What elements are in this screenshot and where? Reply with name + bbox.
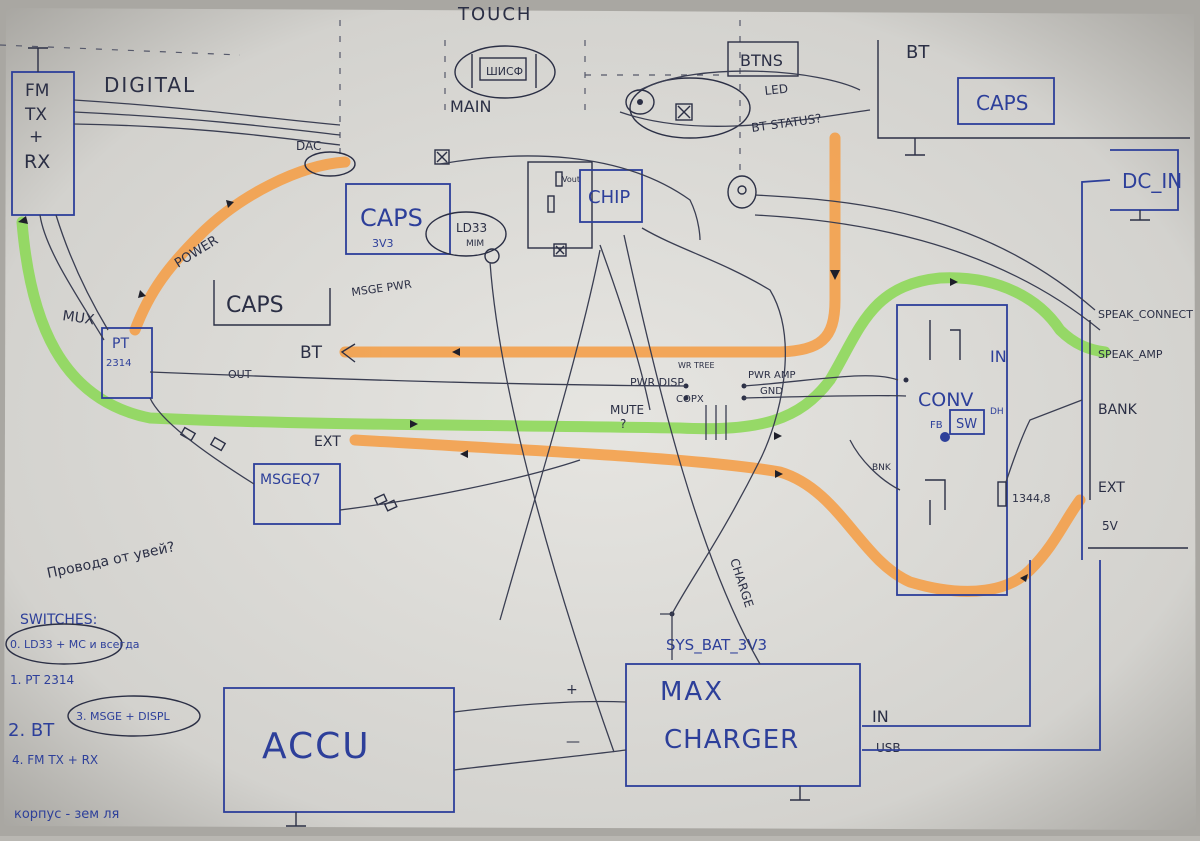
signal-wires bbox=[39, 99, 1083, 753]
switch-item-0: 0. LD33 + MC и всегда bbox=[10, 638, 140, 651]
charger-usb-label: USB bbox=[876, 741, 901, 755]
ldo33-label: LD33 bbox=[456, 221, 487, 235]
fm-tx-rx-box: FM TX + RX bbox=[11, 47, 75, 216]
direction-arrows bbox=[18, 200, 1028, 582]
plus-label: + bbox=[29, 127, 43, 147]
digital-label: DIGITAL bbox=[104, 73, 196, 97]
btns-label: BTNS bbox=[740, 51, 783, 70]
pt2314-label: PT bbox=[112, 336, 129, 352]
bt-output: BT bbox=[300, 343, 356, 363]
bt-out-label: BT bbox=[300, 343, 323, 363]
fb-label: FB bbox=[930, 420, 943, 431]
footer-label: корпус - зем ля bbox=[14, 807, 119, 822]
led-label: LED bbox=[764, 82, 789, 98]
switch-item-2: 2. BT bbox=[8, 720, 55, 741]
accu-box: ACCU + — bbox=[223, 682, 627, 827]
accu-label: ACCU bbox=[262, 726, 371, 767]
sw-label: SW bbox=[956, 417, 977, 432]
right-side-connectors: SPEAK_CONNECT SPEAK_AMP BANK EXT 5V bbox=[1088, 308, 1193, 549]
bnk-label: BNK bbox=[872, 463, 892, 473]
ldo33-sub-label: MIM bbox=[466, 239, 484, 249]
dc-in-label: DC_IN bbox=[1122, 169, 1182, 193]
dc-in-box: DC_IN bbox=[1081, 149, 1182, 560]
speak-amp-label: SPEAK_AMP bbox=[1098, 348, 1163, 361]
charger-in-label: IN bbox=[872, 707, 889, 726]
mute-question-label: ? bbox=[620, 417, 626, 431]
paper-sheet bbox=[4, 8, 1196, 830]
bt-module: BT CAPS bbox=[877, 40, 1190, 156]
tx-label: TX bbox=[24, 105, 47, 125]
out-label: OUT bbox=[228, 368, 252, 381]
green-highlight-path bbox=[16, 216, 1111, 435]
main-box-label: ШИСФ bbox=[486, 65, 523, 78]
sys-bat-label: SYS_BAT_3V3 bbox=[666, 636, 767, 655]
caps-bt-label: CAPS bbox=[976, 91, 1028, 115]
touch-label: TOUCH bbox=[457, 4, 532, 25]
in-conv-label: IN bbox=[990, 347, 1007, 366]
fm-label: FM bbox=[25, 81, 49, 101]
pt2314-sub-label: 2314 bbox=[106, 358, 131, 369]
speak-connect-label: SPEAK_CONNECT bbox=[1098, 308, 1193, 321]
switch-item-1: 1. PT 2314 bbox=[10, 673, 74, 687]
caps-3v3-box: CAPS 3V3 bbox=[345, 183, 451, 255]
main-label: MAIN bbox=[450, 97, 491, 116]
caps-mid-box: CAPS bbox=[213, 280, 331, 326]
bt-top-label: BT bbox=[906, 42, 930, 63]
ext-right-label: EXT bbox=[1098, 480, 1125, 496]
msgeq7-label: MSGEQ7 bbox=[260, 472, 321, 488]
mute-label: MUTE bbox=[610, 403, 644, 417]
copx-label: COPX bbox=[676, 394, 704, 405]
rx-label: RX bbox=[24, 151, 50, 173]
speaker-connector bbox=[727, 175, 1101, 331]
five-v-label: 5V bbox=[1102, 519, 1119, 533]
caps-3v3-label: CAPS bbox=[360, 204, 423, 232]
charger-label: CHARGER bbox=[664, 725, 799, 755]
minus-terminal-label: — bbox=[566, 734, 580, 750]
switch-item-4: 4. FM TX + RX bbox=[12, 753, 98, 767]
bank-label: BANK bbox=[1098, 402, 1138, 418]
btns-box: BTNS bbox=[727, 41, 799, 77]
caps-3v3-sub-label: 3V3 bbox=[372, 237, 394, 250]
plus-terminal-label: + bbox=[566, 682, 578, 698]
switch-item-3: 3. MSGE + DISPL bbox=[76, 710, 170, 723]
ext-left-label: EXT bbox=[314, 434, 341, 450]
chip-block: Vout CHIP bbox=[527, 161, 643, 257]
conv-module: IN CONV SW FB DH BNK 1344,8 bbox=[872, 304, 1051, 596]
caps-mid-label: CAPS bbox=[226, 293, 284, 318]
max-charger-box: MAX CHARGER IN USB bbox=[625, 560, 1101, 801]
resistor-value-label: 1344,8 bbox=[1012, 492, 1051, 505]
vout-label: Vout bbox=[562, 175, 580, 184]
dh-label: DH bbox=[990, 407, 1004, 417]
orange-highlight-path bbox=[129, 132, 1086, 597]
pt2314-box: PT 2314 bbox=[101, 327, 153, 399]
power-control-labels: WR TREE PWR DISP MUTE ? COPX PWR AMP GND bbox=[610, 361, 796, 440]
main-touch-sensor: ШИСФ MAIN bbox=[450, 45, 556, 116]
max-label: MAX bbox=[660, 677, 724, 707]
pwr-amp-label: PWR AMP bbox=[748, 370, 796, 381]
wr-tree-label: WR TREE bbox=[678, 361, 715, 370]
conv-label: CONV bbox=[918, 389, 973, 411]
gnd-label: GND bbox=[760, 386, 783, 397]
ldo33-node: LD33 MIM bbox=[425, 149, 507, 264]
dashed-guides bbox=[0, 20, 741, 180]
chip-label: CHIP bbox=[588, 187, 630, 208]
